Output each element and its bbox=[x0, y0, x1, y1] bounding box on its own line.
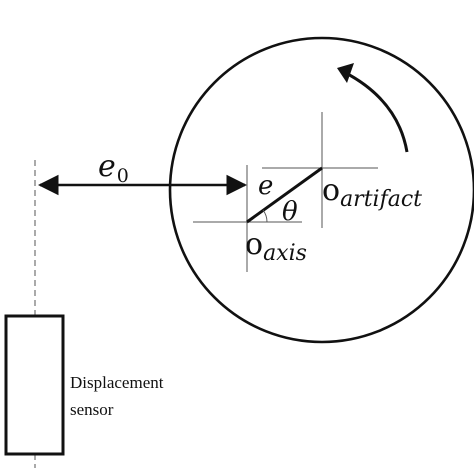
displacement-sensor-box bbox=[4, 314, 65, 456]
axis-center-label: oaxis bbox=[245, 227, 307, 266]
offset-label: e0 bbox=[98, 149, 129, 187]
eccentricity-line bbox=[246, 166, 323, 224]
rotation-arrowhead-icon bbox=[337, 63, 354, 83]
sensor-label-line1: Displacement bbox=[70, 373, 164, 392]
angle-arc bbox=[262, 209, 268, 223]
eccentricity-label: e bbox=[258, 171, 273, 201]
rotation-arrow-icon bbox=[343, 70, 409, 153]
angle-label: θ bbox=[282, 197, 298, 227]
artifact-center-label: oartifact bbox=[322, 173, 422, 212]
sensor-label-line2: sensor bbox=[70, 400, 114, 419]
